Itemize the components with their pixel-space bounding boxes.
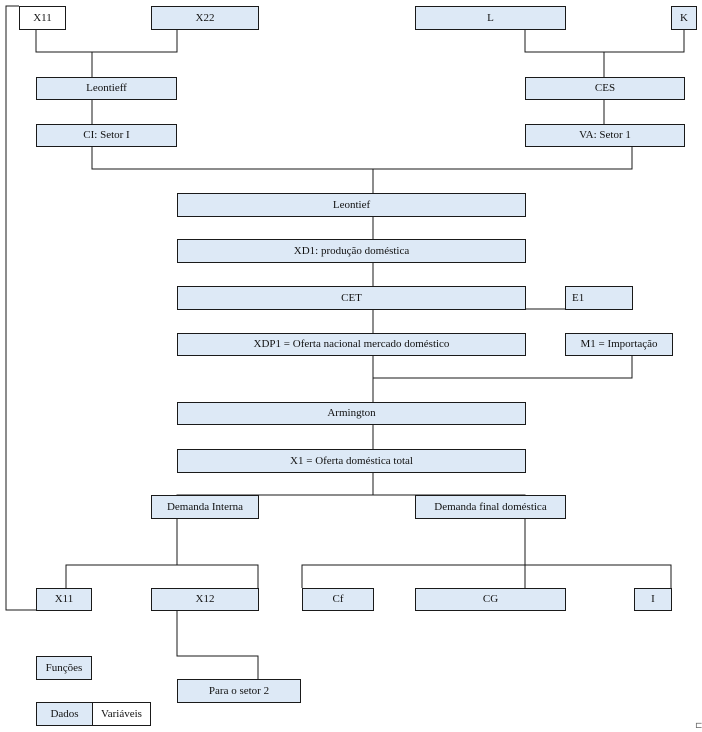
node-cf: Cf <box>302 588 374 611</box>
connector-demanda-interna <box>65 564 259 588</box>
node-cet: CET <box>177 286 526 310</box>
corner-mark: ⊏ <box>695 721 702 731</box>
node-demanda-final: Demanda final doméstica <box>415 495 566 519</box>
node-x11-top: X11 <box>19 6 66 30</box>
node-cg: CG <box>415 588 566 611</box>
connector-x11-x22-leontieff <box>35 29 178 53</box>
connector-l-k-ces <box>524 29 685 53</box>
node-e1: E1 <box>565 286 633 310</box>
node-x12-bottom: X12 <box>151 588 259 611</box>
node-x22-top: X22 <box>151 6 259 30</box>
node-leontieff: Leontieff <box>36 77 177 100</box>
legend-funcoes: Funções <box>36 656 92 680</box>
connector-ci-va-leontief <box>91 146 633 170</box>
node-x11-bottom: X11 <box>36 588 92 611</box>
connector-x12-setor2 <box>176 610 259 679</box>
node-l: L <box>415 6 566 30</box>
node-ci-setor: CI: Setor I <box>36 124 177 147</box>
node-leontief: Leontief <box>177 193 526 217</box>
node-m1: M1 = Importação <box>565 333 673 356</box>
node-ces: CES <box>525 77 685 100</box>
node-xd1: XD1: produção doméstica <box>177 239 526 263</box>
node-k: K <box>671 6 697 30</box>
node-xdp1: XDP1 = Oferta nacional mercado doméstico <box>177 333 526 356</box>
connector-feedback-loop <box>5 5 36 611</box>
connector-demanda-final <box>301 564 672 588</box>
connector-m1-armington <box>373 355 633 379</box>
node-para-setor2: Para o setor 2 <box>177 679 301 703</box>
node-i: I <box>634 588 672 611</box>
node-x1: X1 = Oferta doméstica total <box>177 449 526 473</box>
legend-variaveis: Variáveis <box>92 702 151 726</box>
node-armington: Armington <box>177 402 526 425</box>
node-demanda-interna: Demanda Interna <box>151 495 259 519</box>
node-va-setor: VA: Setor 1 <box>525 124 685 147</box>
legend-dados: Dados <box>36 702 93 726</box>
